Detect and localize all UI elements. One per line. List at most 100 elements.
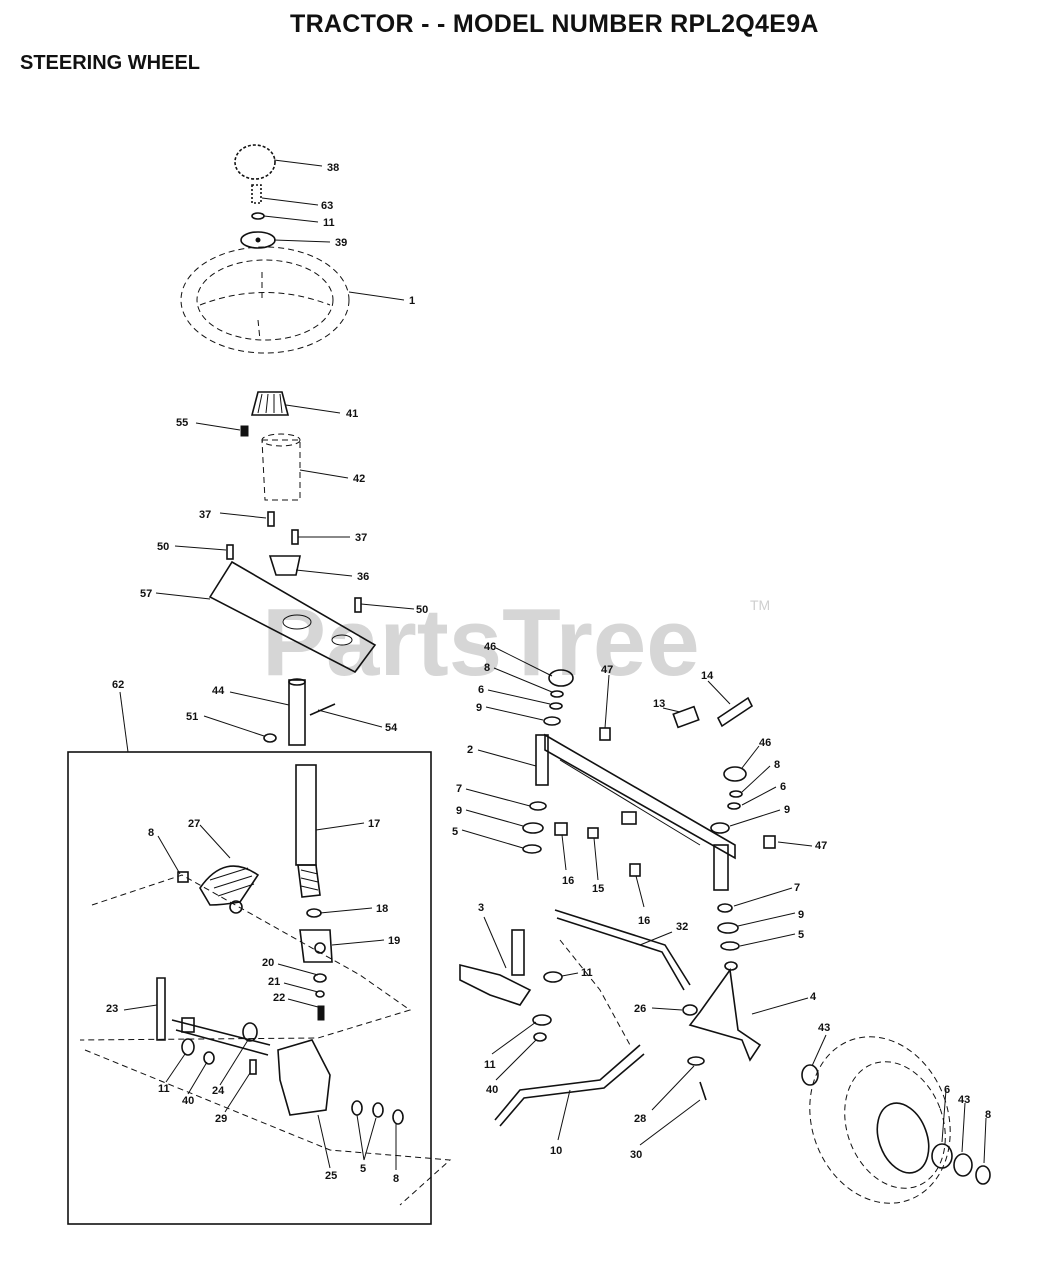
callout-41: 41	[346, 408, 358, 420]
wheel-spacer-43-6	[801, 1064, 991, 1185]
sector-gear-27	[199, 865, 260, 914]
bolt-14	[716, 696, 754, 728]
washer-39	[240, 231, 276, 249]
leader-lines	[119, 159, 987, 1170]
callout-8-left: 8	[148, 827, 154, 839]
housing-25	[277, 1039, 331, 1116]
callout-23: 23	[106, 1003, 118, 1015]
pinion-shaft	[171, 1017, 271, 1056]
callout-28: 28	[634, 1113, 646, 1125]
callout-37-left: 37	[199, 509, 211, 521]
spring-pin-55	[240, 425, 249, 437]
callout-50-left: 50	[157, 541, 169, 553]
bushing-36	[268, 555, 301, 576]
callout-11-lower: 11	[484, 1059, 496, 1071]
cap-46-left	[548, 669, 574, 687]
callout-29: 29	[215, 1113, 227, 1125]
bolt-63	[251, 184, 262, 204]
callout-42: 42	[353, 473, 365, 485]
callout-50-right: 50	[416, 604, 428, 616]
spindle-4	[688, 967, 762, 1062]
page-title: TRACTOR - - MODEL NUMBER RPL2Q4E9A	[290, 10, 819, 38]
callout-10: 10	[550, 1145, 562, 1157]
callout-8-right: 8	[774, 759, 780, 771]
washers-11-40-24	[181, 1022, 258, 1065]
callout-46-right: 46	[759, 737, 771, 749]
section-title: STEERING WHEEL	[20, 52, 201, 74]
washers-7-9-5-left	[522, 801, 547, 854]
bolt-29	[249, 1059, 257, 1075]
shaft-17	[295, 764, 321, 898]
hardware-20-22	[313, 973, 327, 1021]
washer-11-top	[251, 212, 265, 220]
callout-4: 4	[810, 991, 817, 1003]
callout-13: 13	[653, 698, 665, 710]
hardware-26-28-30	[682, 1004, 707, 1101]
washers-11-40-lower	[532, 971, 563, 1042]
callout-36: 36	[357, 571, 369, 583]
spindle-3	[459, 929, 532, 1006]
callout-6-right: 6	[780, 781, 786, 793]
steering-wheel-cap-38	[234, 144, 276, 180]
pin-8-left	[177, 871, 189, 883]
callout-11-box: 11	[158, 1083, 170, 1095]
callout-26: 26	[634, 1003, 646, 1015]
nut-51	[263, 733, 277, 743]
callout-14: 14	[701, 670, 714, 682]
callout-27: 27	[188, 818, 200, 830]
arm-23	[156, 977, 166, 1041]
callout-47-left: 47	[601, 664, 613, 676]
callout-32: 32	[676, 921, 688, 933]
drag-link-10	[494, 939, 645, 1127]
callout-43-left: 43	[818, 1022, 830, 1034]
callout-20: 20	[262, 957, 274, 969]
callout-37-right: 37	[355, 532, 367, 544]
callout-9-right-lower: 9	[798, 909, 804, 921]
callout-7-right: 7	[794, 882, 800, 894]
grease-fitting-47-right	[763, 835, 776, 849]
watermark-text: PartsTree	[262, 589, 700, 696]
steering-wheel-1	[180, 246, 350, 354]
callout-22: 22	[273, 992, 285, 1004]
tie-rod-32	[554, 909, 691, 991]
callout-25: 25	[325, 1170, 337, 1182]
washer-18	[306, 908, 322, 918]
spindle-2	[535, 734, 549, 786]
pins-16-15	[554, 811, 641, 877]
watermark-trademark: TM	[750, 597, 770, 613]
callout-51: 51	[186, 711, 198, 723]
washers-8-6-9-left	[543, 690, 564, 726]
callout-11: 11	[323, 217, 335, 229]
callout-55: 55	[176, 417, 188, 429]
callout-40-box: 40	[182, 1095, 194, 1107]
callout-8-wheel: 8	[985, 1109, 991, 1121]
callout-3: 3	[478, 902, 484, 914]
callout-16-left: 16	[562, 875, 574, 887]
callout-15: 15	[592, 883, 604, 895]
callout-63: 63	[321, 200, 333, 212]
washers-7-9-5-right	[717, 903, 740, 971]
callout-62: 62	[112, 679, 124, 691]
bushing-13	[672, 705, 700, 729]
callout-57: 57	[140, 588, 152, 600]
callout-9-right: 9	[784, 804, 790, 816]
bolt-54	[309, 703, 336, 716]
callout-54: 54	[385, 722, 398, 734]
callout-24: 24	[212, 1085, 225, 1097]
washers-8-6-9-right	[710, 790, 743, 834]
callout-38: 38	[327, 162, 339, 174]
spindle-4-shaft	[713, 844, 729, 891]
callout-8-axle-left: 8	[484, 662, 490, 674]
front-tire	[809, 1036, 951, 1204]
callout-6-axle-left: 6	[478, 684, 484, 696]
callout-7-left: 7	[456, 783, 462, 795]
callout-5-left: 5	[452, 826, 458, 838]
callout-19: 19	[388, 935, 400, 947]
callout-5-box: 5	[360, 1163, 366, 1175]
assembly-62-box	[67, 751, 452, 1225]
callout-18: 18	[376, 903, 388, 915]
grease-fitting-47-left	[599, 727, 611, 741]
callout-1: 1	[409, 295, 415, 307]
callout-17: 17	[368, 818, 380, 830]
